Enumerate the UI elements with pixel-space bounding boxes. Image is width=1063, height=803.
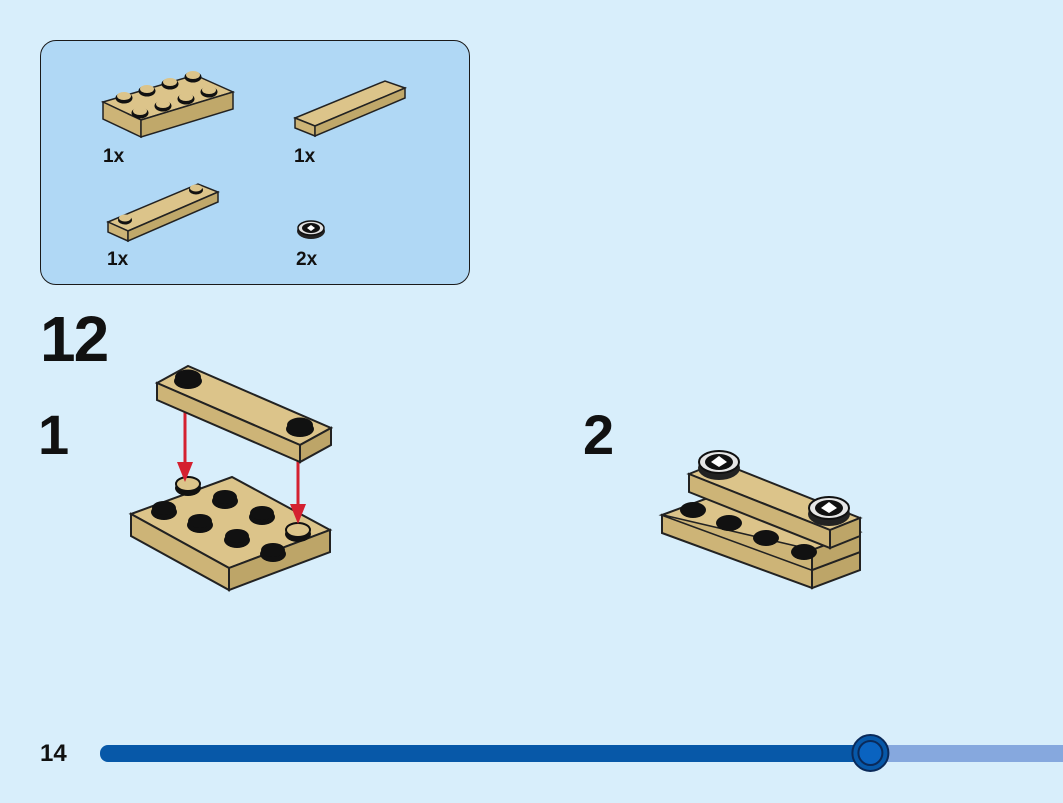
progress-marker-inner <box>857 740 884 766</box>
tan-plate-2x4-icon <box>100 71 236 139</box>
substep-number-2: 2 <box>583 403 615 466</box>
step-number: 12 <box>40 303 109 375</box>
progress-completed-track <box>100 745 871 762</box>
tan-tile-1x4-icon <box>293 80 408 138</box>
parts-list-box <box>40 40 470 285</box>
progress-remaining-track <box>860 745 1063 762</box>
substep-number-1: 1 <box>38 403 70 466</box>
part-quantity: 1x <box>103 146 125 167</box>
substep-2-assembly <box>658 450 863 590</box>
page-number: 14 <box>40 740 67 767</box>
part-quantity: 1x <box>107 249 129 270</box>
black-round-tile-icon <box>297 220 325 239</box>
substep-1-top-plate <box>154 364 334 464</box>
tan-plate-1x4-2-studs-icon <box>106 183 220 243</box>
substep-1-base-plate <box>128 475 333 592</box>
part-quantity: 1x <box>294 146 316 167</box>
part-quantity: 2x <box>296 249 318 270</box>
